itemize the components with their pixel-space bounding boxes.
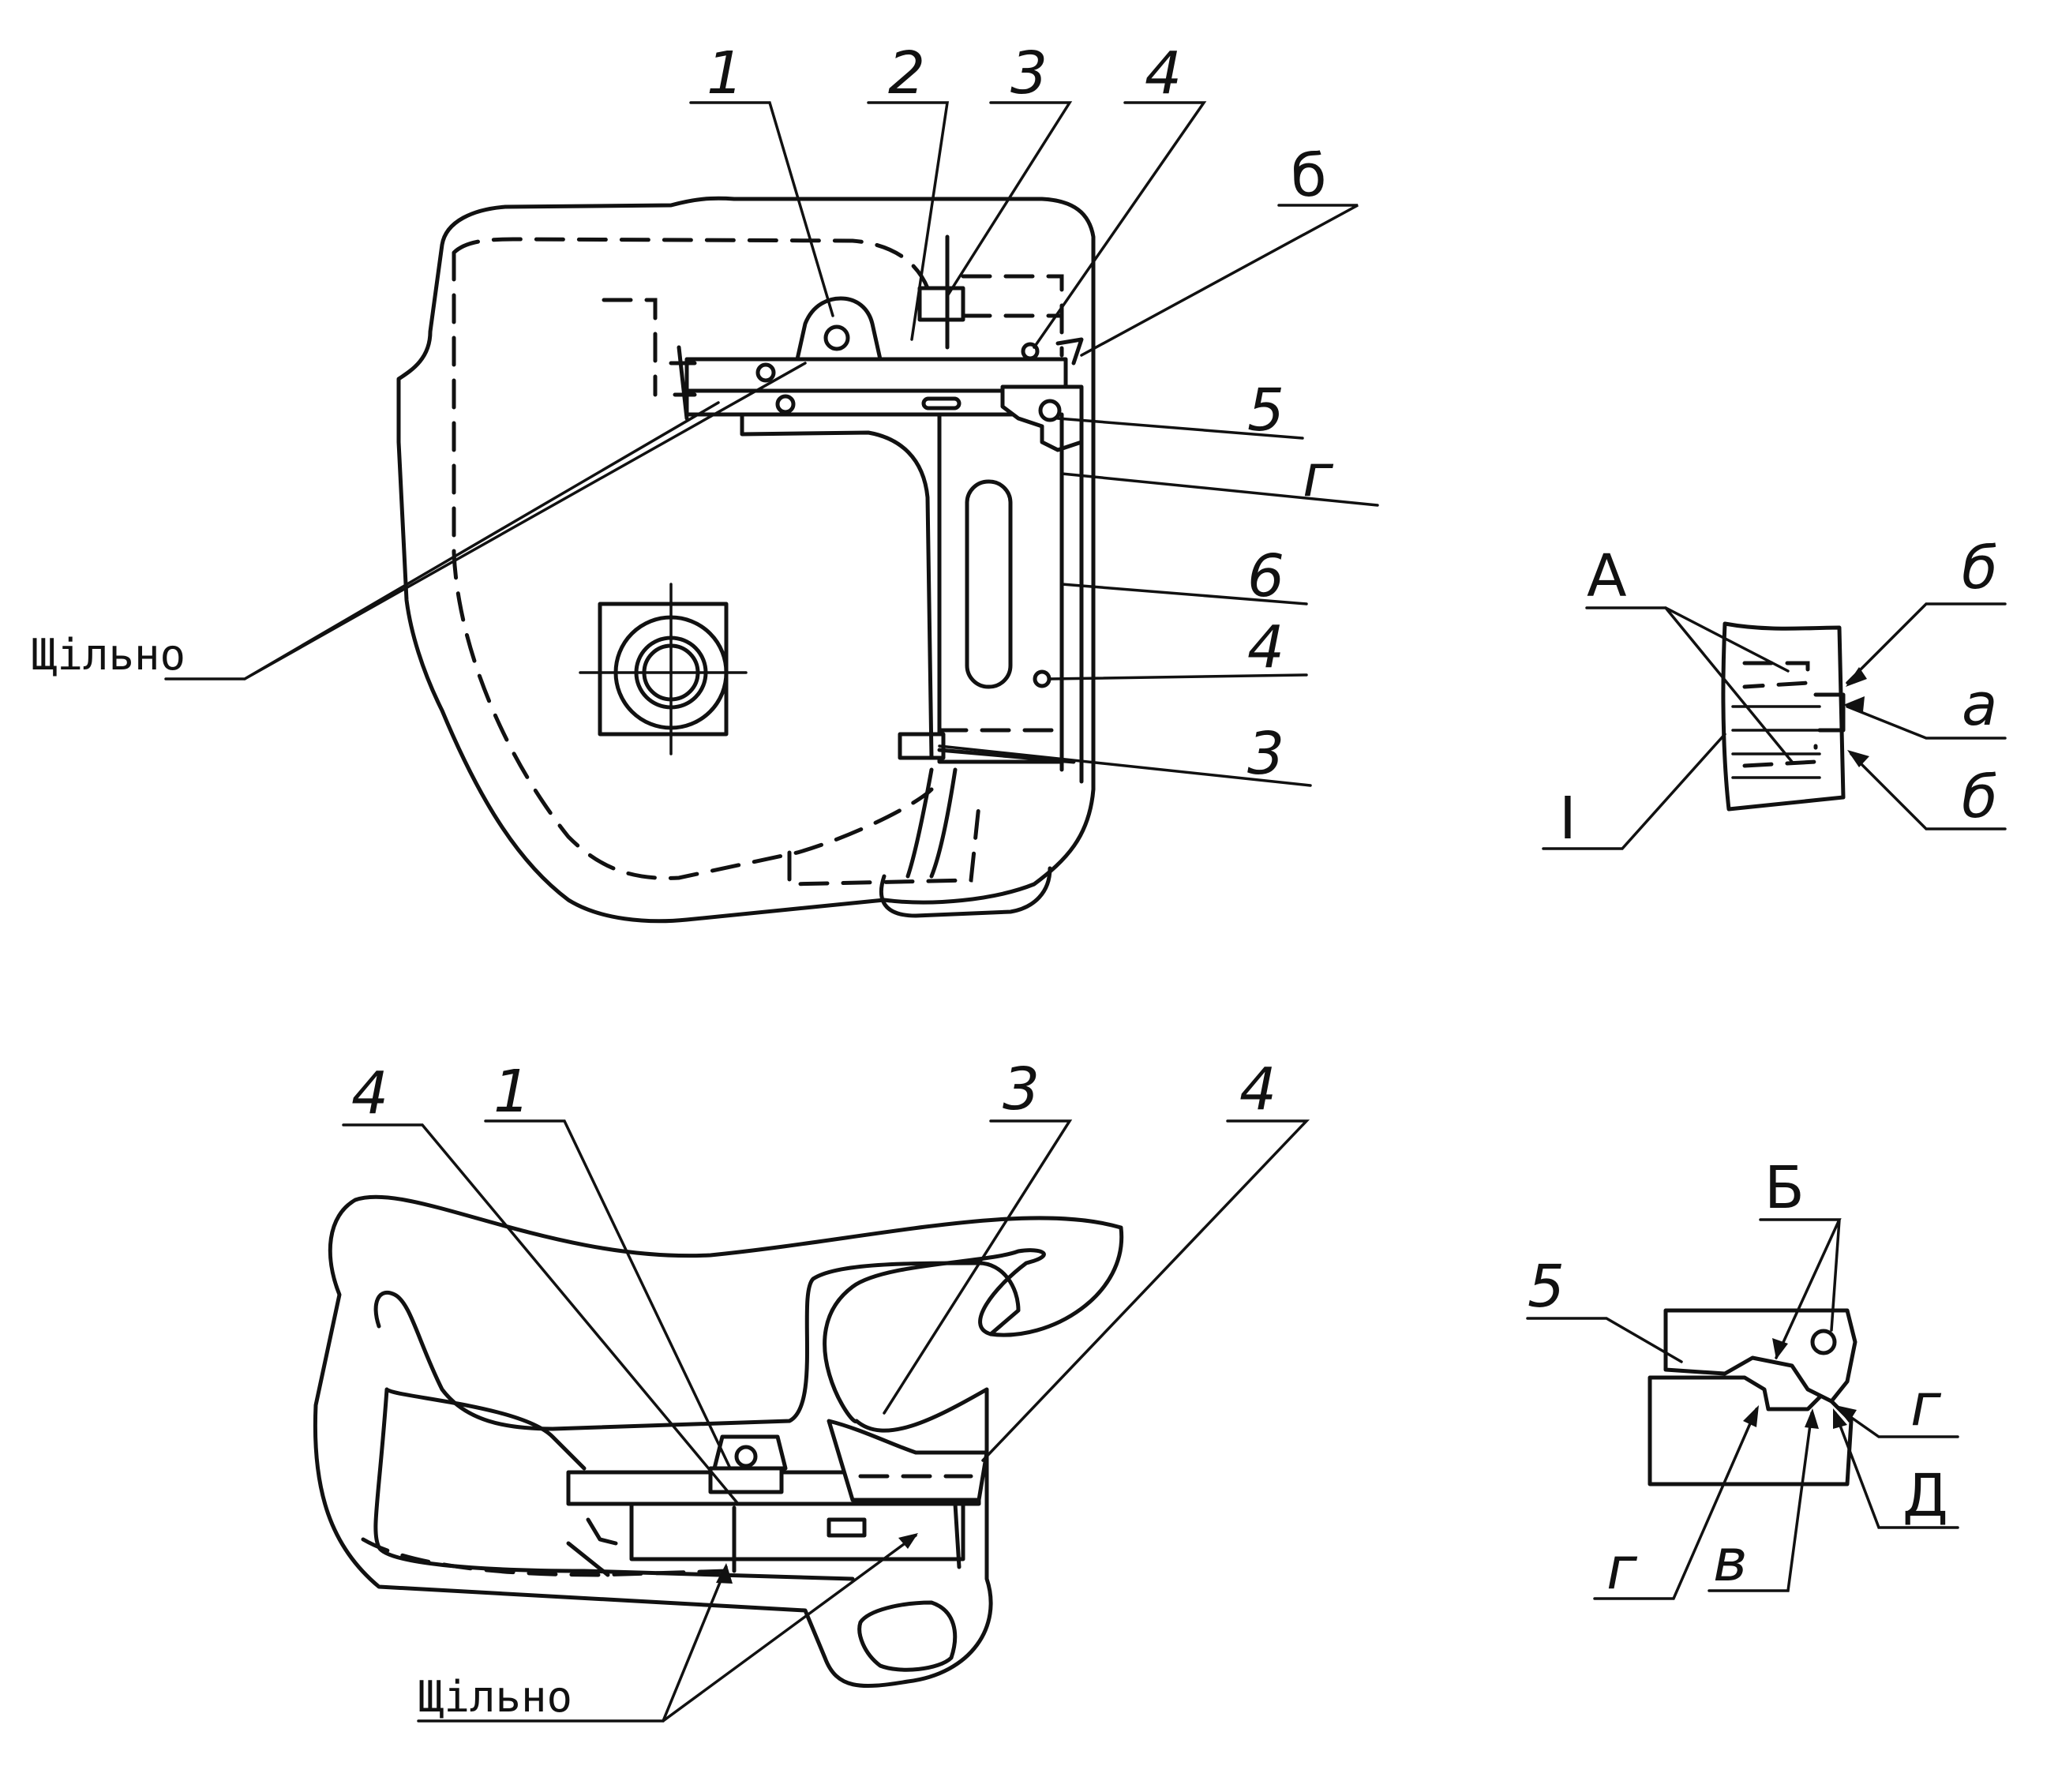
label-tight-bottom: Щільно <box>418 1672 572 1722</box>
label-4: 4 <box>1145 39 1182 107</box>
label-2: 2 <box>888 39 925 107</box>
bottom-window <box>857 1600 958 1672</box>
detail-I-hatch <box>1731 705 1821 779</box>
bottom-labels: 4 1 3 4 Щільно <box>351 1055 1276 1722</box>
label-4-lower: 4 <box>1247 613 1284 681</box>
bottom-small-pad <box>827 1517 867 1538</box>
notch-b <box>1055 337 1084 366</box>
label-6: 6 <box>1247 542 1284 610</box>
detail-I-step <box>1813 692 1846 733</box>
detail-B-label-B: Б <box>1764 1154 1805 1222</box>
detail-B-label-g-left: г <box>1606 1535 1638 1603</box>
pin-part-4-upper <box>1021 342 1040 361</box>
detail-I: А б а б I <box>1542 534 2007 853</box>
detail-B: Б 5 г Д г в <box>1526 1154 1959 1603</box>
detail-I-label-a: а <box>1962 671 1997 739</box>
left-claw <box>669 345 697 421</box>
bottom-rail-lower <box>629 1501 965 1561</box>
upper-dashed-block <box>961 274 1064 358</box>
bracket-hole <box>1038 399 1062 422</box>
plate-inner-curve <box>740 412 934 760</box>
bar-hole-left <box>755 362 776 383</box>
label-b: б <box>1291 142 1327 210</box>
plate-slot <box>965 479 1013 689</box>
detail-B-hole <box>1810 1329 1837 1355</box>
detail-I-label-roman: I <box>1559 785 1576 853</box>
crosshair <box>579 583 748 755</box>
bottom-label-4-right: 4 <box>1239 1055 1276 1123</box>
bottom-assembly-view: 4 1 3 4 Щільно <box>313 1055 1310 1723</box>
bottom-lug-hole <box>734 1445 758 1468</box>
detail-B-label-v: в <box>1713 1527 1748 1595</box>
upper-clamp-part-3 <box>917 286 965 322</box>
detail-B-label-g-right: г <box>1910 1371 1942 1439</box>
detail-I-body <box>1721 621 1846 812</box>
bottom-label-1: 1 <box>493 1058 530 1126</box>
housing-outline <box>396 196 1096 924</box>
label-3: 3 <box>1010 39 1048 107</box>
label-tight-top: Щільно <box>32 630 186 680</box>
detail-B-bottom-block <box>1648 1375 1854 1486</box>
lower-clamp-line <box>937 748 1076 764</box>
detail-I-label-b-bottom: б <box>1962 763 1998 831</box>
detail-I-label-b-top: б <box>1962 534 1998 602</box>
top-assembly-view: 1 2 3 4 б 5 г 6 4 3 Щільно <box>32 39 1379 924</box>
bottom-label-4-left: 4 <box>351 1059 388 1127</box>
bar-slot <box>921 396 962 411</box>
detail-B-label-D: Д <box>1902 1462 1948 1530</box>
label-1: 1 <box>707 39 744 107</box>
bottom-lug-base <box>708 1466 784 1494</box>
pin-part-4-lower <box>1033 669 1051 688</box>
bottom-label-3: 3 <box>1003 1055 1040 1123</box>
bottom-leaders <box>342 1119 1310 1723</box>
detail-B-label-5: 5 <box>1528 1253 1565 1321</box>
bottom-clamp-part-3 <box>827 1419 989 1502</box>
lug-hole <box>823 324 850 351</box>
label-g: г <box>1303 442 1334 510</box>
lower-clamp-part-3 <box>898 732 946 760</box>
top-labels: 1 2 3 4 б 5 г 6 4 3 Щільно <box>32 39 1334 788</box>
bottom-housing-outline <box>313 1194 1124 1689</box>
label-3-lower: 3 <box>1247 720 1284 788</box>
label-5: 5 <box>1247 377 1284 444</box>
lower-dashed-bracket <box>787 803 981 887</box>
bar-hole-bottom-left <box>775 394 796 414</box>
bottom-inner-lines <box>566 1501 962 1577</box>
bottom-inner-channel <box>373 1261 1021 1431</box>
detail-I-dashed <box>1742 661 1818 768</box>
bottom-dashed <box>361 1537 729 1577</box>
left-dashed-stop <box>602 298 658 397</box>
detail-I-label-A: А <box>1587 542 1627 610</box>
lower-foot <box>879 767 1052 918</box>
top-leaders <box>164 101 1379 787</box>
vertical-plate-part-6 <box>937 412 1084 784</box>
